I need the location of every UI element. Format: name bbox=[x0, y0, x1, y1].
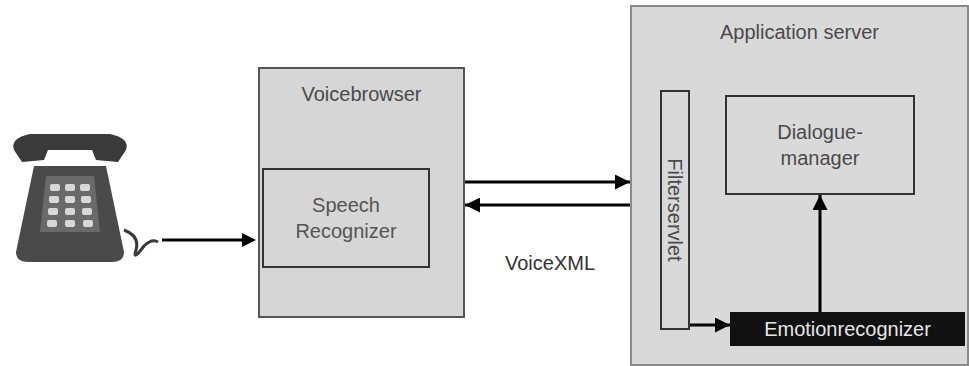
speech-recognizer-box: Speech Recognizer bbox=[262, 168, 430, 268]
node-label: Emotionrecognizer bbox=[764, 316, 931, 342]
flow-arrow bbox=[465, 181, 630, 184]
phone-arrowhead bbox=[242, 233, 256, 247]
dialogue-manager-box: Dialogue- manager bbox=[725, 95, 915, 195]
node-label: Filterservlet bbox=[662, 158, 688, 261]
node-label: Voicebrowser bbox=[260, 81, 463, 107]
node-label: Speech Recognizer bbox=[281, 192, 411, 244]
flow-arrow bbox=[465, 204, 630, 207]
panel-fill bbox=[258, 67, 465, 318]
voicebrowser-box: VoicebrowserSpeech Recognizer bbox=[258, 67, 465, 318]
phone-line bbox=[162, 239, 244, 242]
telephone-illustration bbox=[13, 134, 158, 262]
flow-arrow bbox=[690, 324, 730, 327]
node-label: Application server bbox=[632, 19, 967, 45]
flow-arrow bbox=[819, 195, 822, 312]
panel-fill bbox=[630, 5, 969, 366]
emotionrecognizer-box: Emotionrecognizer bbox=[730, 312, 965, 346]
node-label: Dialogue- manager bbox=[760, 119, 880, 171]
filterservlet-box: Filterservlet bbox=[660, 90, 690, 330]
edge-label: VoiceXML bbox=[503, 250, 597, 276]
application-server-box: Application serverFilterservlet Dialogue-… bbox=[630, 5, 969, 366]
